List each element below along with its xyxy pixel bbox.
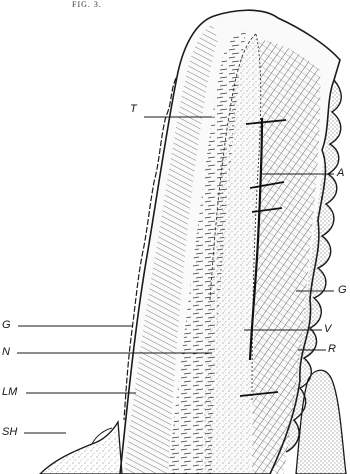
label-LM: LM xyxy=(2,387,17,398)
label-T: T xyxy=(130,104,137,115)
small-villus-left xyxy=(40,422,122,474)
label-A: A xyxy=(337,168,344,179)
label-SH: SH xyxy=(2,427,17,438)
label-G-left: G xyxy=(2,320,11,331)
figure-caption: FIG. 3. xyxy=(72,0,102,9)
label-G-right: G xyxy=(338,285,347,296)
label-R: R xyxy=(328,344,336,355)
label-V: V xyxy=(324,324,331,335)
label-N: N xyxy=(2,347,10,358)
